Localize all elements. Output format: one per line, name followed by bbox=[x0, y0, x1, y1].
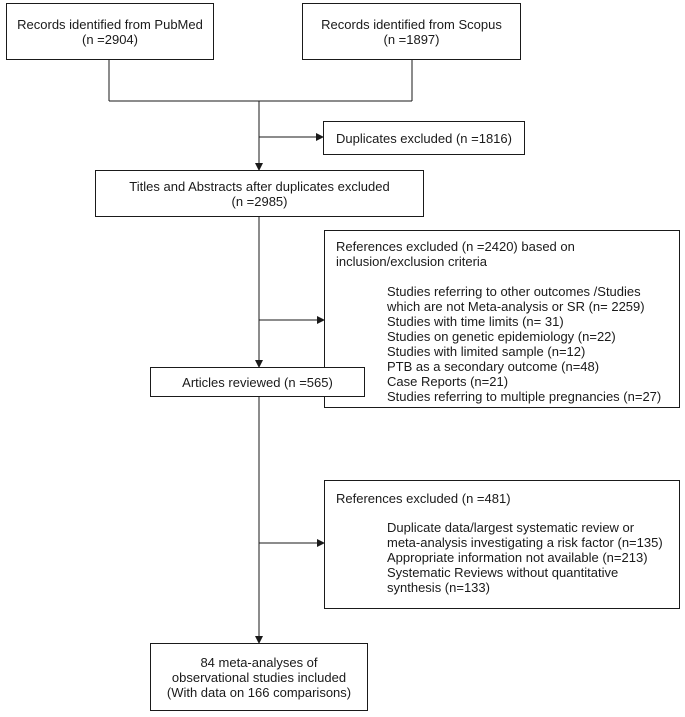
refs1-list: Studies referring to other outcomes /Stu… bbox=[387, 284, 679, 404]
duplicates-label: Duplicates excluded (n =1816) bbox=[336, 130, 512, 146]
duplicates-box: Duplicates excluded (n =1816) bbox=[323, 121, 525, 155]
list-item: Studies referring to multiple pregnancie… bbox=[387, 389, 662, 404]
refs1-header-2: inclusion/exclusion criteria bbox=[336, 254, 488, 269]
references-excluded-box-2: References excluded (n =481) Duplicate d… bbox=[324, 480, 680, 609]
list-item: PTB as a secondary outcome (n=48) bbox=[387, 359, 600, 374]
titles-count: (n =2985) bbox=[231, 193, 288, 209]
list-item: Studies referring to other outcomes /Stu… bbox=[387, 284, 641, 299]
list-item: Studies on genetic epidemiology (n=22) bbox=[387, 329, 616, 344]
list-item: synthesis (n=133) bbox=[387, 580, 490, 595]
scopus-count: (n =1897) bbox=[383, 31, 440, 47]
scopus-box: Records identified from Scopus (n =1897) bbox=[302, 3, 521, 60]
pubmed-label: Records identified from PubMed bbox=[17, 16, 203, 32]
refs2-list: Duplicate data/largest systematic review… bbox=[387, 520, 679, 595]
final-line-3: (With data on 166 comparisons) bbox=[166, 684, 352, 700]
pubmed-count: (n =2904) bbox=[81, 31, 138, 47]
scopus-label: Records identified from Scopus bbox=[321, 16, 502, 32]
list-item: which are not Meta-analysis or SR (n= 22… bbox=[387, 299, 645, 314]
titles-label: Titles and Abstracts after duplicates ex… bbox=[129, 178, 390, 194]
final-line-2: observational studies included bbox=[171, 669, 347, 685]
articles-box: Articles reviewed (n =565) bbox=[150, 367, 365, 397]
refs2-header-1: References excluded (n =481) bbox=[336, 491, 511, 506]
articles-label: Articles reviewed (n =565) bbox=[182, 374, 333, 390]
refs1-header-1: References excluded (n =2420) based on bbox=[336, 239, 575, 254]
list-item: Systematic Reviews without quantitative bbox=[387, 565, 619, 580]
references-excluded-box-1: References excluded (n =2420) based on i… bbox=[324, 230, 680, 408]
list-item: Appropriate information not available (n… bbox=[387, 550, 648, 565]
final-box: 84 meta-analyses of observational studie… bbox=[150, 643, 368, 711]
list-item: Studies with time limits (n= 31) bbox=[387, 314, 564, 329]
final-line-1: 84 meta-analyses of bbox=[200, 654, 318, 670]
pubmed-box: Records identified from PubMed (n =2904) bbox=[6, 3, 214, 60]
list-item: Case Reports (n=21) bbox=[387, 374, 509, 389]
list-item: Duplicate data/largest systematic review… bbox=[387, 520, 635, 535]
titles-box: Titles and Abstracts after duplicates ex… bbox=[95, 170, 424, 217]
list-item: Studies with limited sample (n=12) bbox=[387, 344, 586, 359]
list-item: meta-analysis investigating a risk facto… bbox=[387, 535, 663, 550]
